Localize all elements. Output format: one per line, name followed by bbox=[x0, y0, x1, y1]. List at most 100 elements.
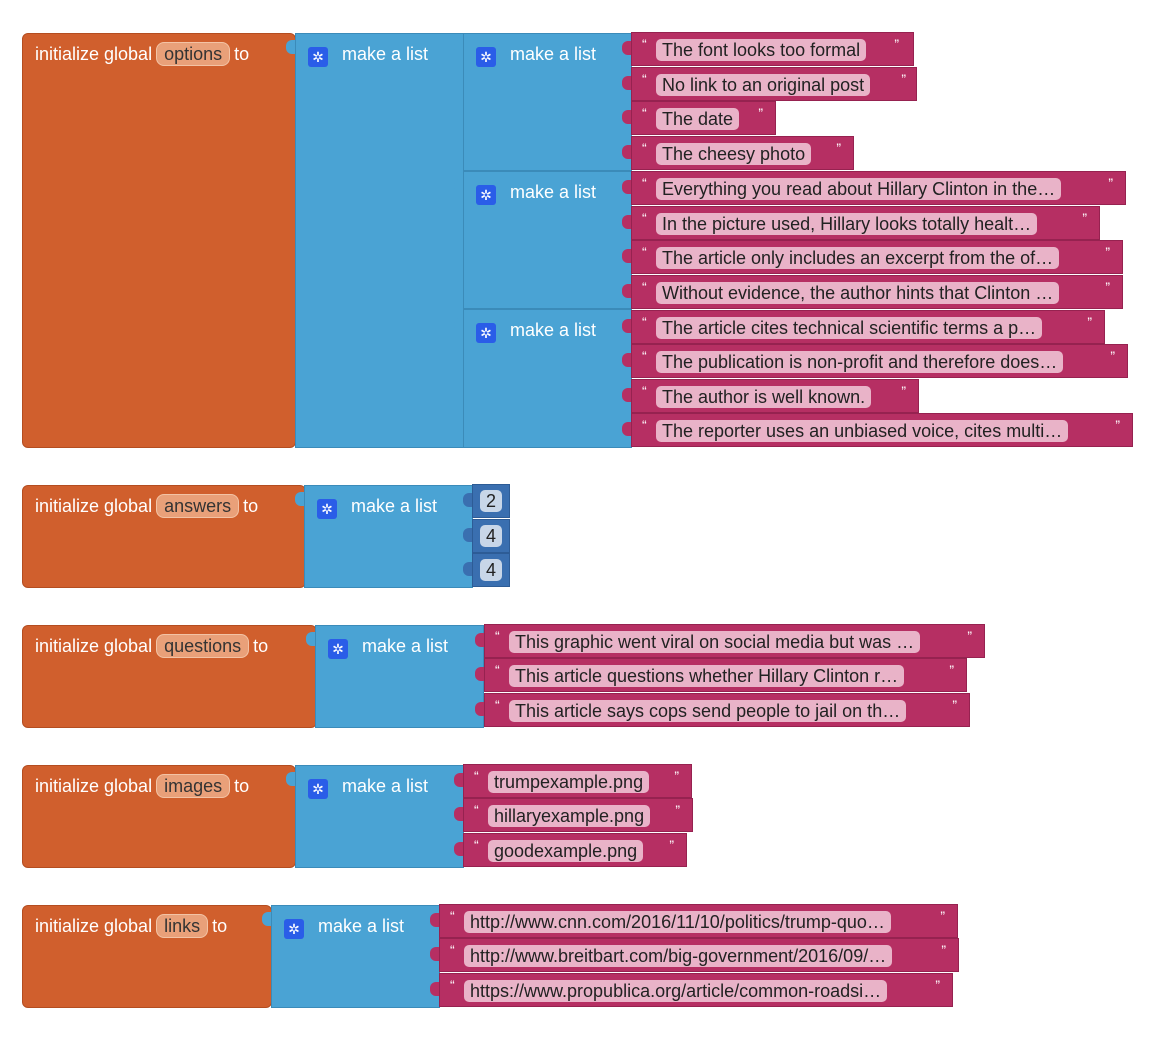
text-block[interactable]: “hillaryexample.png” bbox=[463, 798, 693, 832]
text-block[interactable]: “The date” bbox=[631, 101, 776, 135]
gear-icon[interactable]: ✲ bbox=[317, 499, 337, 519]
text-block[interactable]: “The font looks too formal” bbox=[631, 32, 914, 66]
text-value[interactable]: The article cites technical scientific t… bbox=[656, 317, 1043, 339]
text-value[interactable]: The article only includes an excerpt fro… bbox=[656, 247, 1060, 269]
gear-icon[interactable]: ✲ bbox=[308, 779, 328, 799]
text-block[interactable]: “Everything you read about Hillary Clint… bbox=[631, 171, 1126, 205]
number-block[interactable]: 4 bbox=[472, 553, 510, 587]
text-value[interactable]: Everything you read about Hillary Clinto… bbox=[656, 178, 1062, 200]
text-value[interactable]: trumpexample.png bbox=[488, 771, 650, 793]
text-block[interactable]: “Without evidence, the author hints that… bbox=[631, 275, 1123, 309]
text-value[interactable]: hillaryexample.png bbox=[488, 805, 651, 827]
connector-tab bbox=[475, 633, 485, 647]
text-value[interactable]: The date bbox=[656, 108, 740, 130]
text-block[interactable]: “trumpexample.png” bbox=[463, 764, 692, 798]
gear-icon[interactable]: ✲ bbox=[328, 639, 348, 659]
number-block[interactable]: 2 bbox=[472, 484, 510, 518]
make-list-block-sublist-2[interactable]: ✲make a list bbox=[463, 171, 632, 309]
init-prefix: initialize global bbox=[35, 636, 153, 656]
close-quote: ” bbox=[674, 768, 679, 784]
text-block[interactable]: “No link to an original post” bbox=[631, 67, 917, 101]
init-prefix: initialize global bbox=[35, 496, 153, 516]
close-quote: ” bbox=[1110, 348, 1115, 364]
text-value[interactable]: The reporter uses an unbiased voice, cit… bbox=[656, 420, 1069, 442]
close-quote: ” bbox=[1087, 314, 1092, 330]
open-quote: “ bbox=[642, 140, 647, 156]
text-value[interactable]: In the picture used, Hillary looks total… bbox=[656, 213, 1038, 235]
number-block[interactable]: 4 bbox=[472, 519, 510, 553]
number-value[interactable]: 4 bbox=[480, 525, 502, 547]
make-list-block-outer[interactable]: ✲ make a list bbox=[295, 33, 464, 448]
close-quote: ” bbox=[952, 697, 957, 713]
text-block[interactable]: “goodexample.png” bbox=[463, 833, 687, 867]
text-block[interactable]: “This article says cops send people to j… bbox=[484, 693, 970, 727]
text-value[interactable]: This graphic went viral on social media … bbox=[509, 631, 921, 653]
text-value[interactable]: https://www.propublica.org/article/commo… bbox=[464, 980, 888, 1002]
text-block[interactable]: “The reporter uses an unbiased voice, ci… bbox=[631, 413, 1133, 447]
text-block[interactable]: “In the picture used, Hillary looks tota… bbox=[631, 206, 1100, 240]
gear-icon[interactable]: ✲ bbox=[476, 323, 496, 343]
text-value[interactable]: goodexample.png bbox=[488, 840, 644, 862]
init-to: to bbox=[253, 636, 269, 656]
text-value[interactable]: This article says cops send people to ja… bbox=[509, 700, 907, 722]
make-list-block-sublist-1[interactable]: ✲make a list bbox=[463, 33, 632, 171]
number-value[interactable]: 4 bbox=[480, 559, 502, 581]
text-block[interactable]: “http://www.breitbart.com/big-government… bbox=[439, 938, 959, 972]
text-value[interactable]: The publication is non-profit and theref… bbox=[656, 351, 1064, 373]
variable-name-options[interactable]: options bbox=[156, 42, 231, 66]
make-list-block[interactable]: ✲ make a list bbox=[271, 905, 440, 1008]
text-value[interactable]: No link to an original post bbox=[656, 74, 871, 96]
variable-name-answers[interactable]: answers bbox=[156, 494, 240, 518]
number-value[interactable]: 2 bbox=[480, 490, 502, 512]
connector-tab bbox=[622, 284, 632, 298]
text-block[interactable]: “This article questions whether Hillary … bbox=[484, 658, 967, 692]
close-quote: ” bbox=[941, 942, 946, 958]
text-block[interactable]: “This graphic went viral on social media… bbox=[484, 624, 985, 658]
make-list-label: make a list bbox=[342, 44, 429, 64]
text-block[interactable]: “ The article only includes an excerpt fr… bbox=[631, 240, 1123, 274]
connector-tab bbox=[430, 913, 440, 927]
text-value[interactable]: The cheesy photo bbox=[656, 143, 812, 165]
close-quote: ” bbox=[758, 105, 763, 121]
text-value[interactable]: http://www.breitbart.com/big-government/… bbox=[464, 945, 893, 967]
text-block[interactable]: “The cheesy photo” bbox=[631, 136, 854, 170]
close-quote: ” bbox=[1082, 210, 1087, 226]
text-value[interactable]: The font looks too formal bbox=[656, 39, 867, 61]
make-list-header: ✲ make a list bbox=[284, 914, 404, 939]
make-list-block-sublist-3[interactable]: ✲make a list bbox=[463, 309, 632, 448]
make-list-block[interactable]: ✲make a list bbox=[295, 765, 464, 868]
gear-icon[interactable]: ✲ bbox=[476, 185, 496, 205]
make-list-label: make a list bbox=[318, 916, 405, 936]
text-value[interactable]: http://www.cnn.com/2016/11/10/politics/t… bbox=[464, 911, 891, 933]
text-block[interactable]: “The article cites technical scientific … bbox=[631, 310, 1105, 344]
make-list-block[interactable]: ✲make a list bbox=[304, 485, 473, 588]
init-to: to bbox=[234, 776, 250, 796]
text-block[interactable]: “http://www.cnn.com/2016/11/10/politics/… bbox=[439, 904, 958, 938]
variable-name-links[interactable]: links bbox=[156, 914, 209, 938]
text-value[interactable]: Without evidence, the author hints that … bbox=[656, 282, 1060, 304]
close-quote: ” bbox=[949, 662, 954, 678]
variable-name-images[interactable]: images bbox=[156, 774, 231, 798]
gear-icon[interactable]: ✲ bbox=[308, 47, 328, 67]
connector-tab bbox=[475, 667, 485, 681]
text-block[interactable]: “The publication is non-profit and there… bbox=[631, 344, 1128, 378]
text-block[interactable]: “The author is well known.” bbox=[631, 379, 919, 413]
open-quote: “ bbox=[642, 244, 647, 260]
make-list-block[interactable]: ✲make a list bbox=[315, 625, 484, 728]
text-block[interactable]: “https://www.propublica.org/article/comm… bbox=[439, 973, 953, 1007]
connector-tab bbox=[475, 702, 485, 716]
text-value[interactable]: This article questions whether Hillary C… bbox=[509, 665, 905, 687]
gear-icon[interactable]: ✲ bbox=[284, 919, 304, 939]
open-quote: “ bbox=[642, 71, 647, 87]
variable-name-questions[interactable]: questions bbox=[156, 634, 250, 658]
gear-icon[interactable]: ✲ bbox=[476, 47, 496, 67]
connector-tab bbox=[622, 422, 632, 436]
text-value[interactable]: The author is well known. bbox=[656, 386, 872, 408]
connector-tab bbox=[454, 807, 464, 821]
